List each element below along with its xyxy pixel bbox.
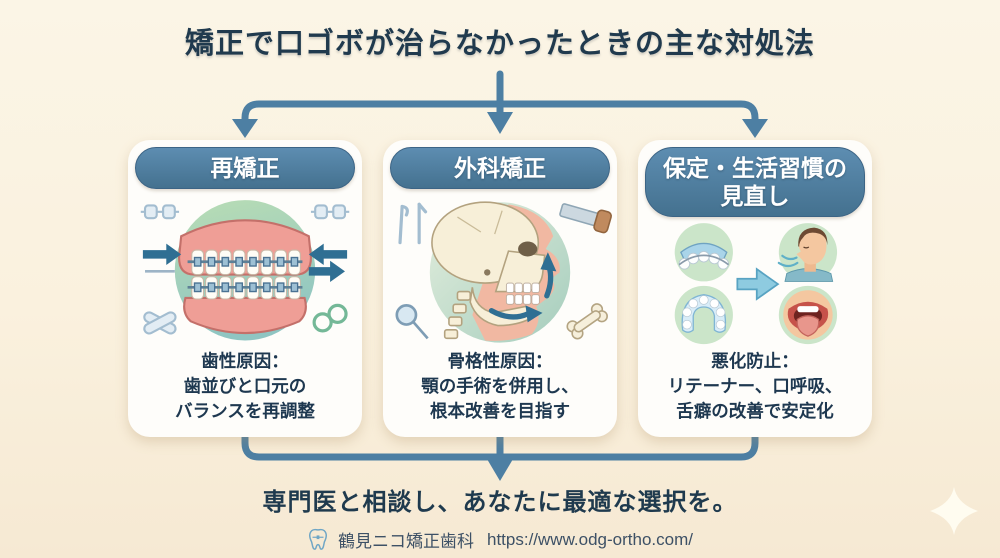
top-branch-lines: [241, 70, 759, 125]
body-line: 舌癖の改善で安定化: [676, 401, 834, 422]
body-line: リテーナー、口呼吸、: [667, 376, 843, 397]
card-retention-header-line2: 見直し: [720, 183, 790, 210]
card-retention-header-line1: 保定・生活習慣の: [663, 155, 847, 181]
card-surgical-header: 外科矯正: [390, 147, 610, 190]
body-line: 骨格性原因：: [447, 351, 553, 372]
tongue-habit-mouth: [783, 290, 833, 340]
eye-socket: [518, 241, 538, 257]
lower-gum: [183, 296, 307, 335]
card-retention-body: 悪化防止： リテーナー、口呼吸、 舌癖の改善で安定化: [642, 349, 868, 424]
card-retreatment-header: 再矯正: [135, 147, 355, 190]
retainer-habits-illustration: [674, 223, 838, 345]
teeth-with-braces-illustration: [140, 200, 350, 341]
result-arrow: [736, 267, 780, 301]
card-retreatment-header-line1: 再矯正: [210, 155, 280, 181]
tooth-with-braces-icon: [309, 528, 327, 550]
crossed-pins-icon: [143, 311, 177, 335]
dental-probes-icon: [398, 202, 428, 245]
card-retreatment: 再矯正: [128, 140, 362, 437]
breath-lines: [777, 254, 799, 268]
linked-rings-icon: [312, 303, 348, 333]
card-retreatment-body: 歯性原因： 歯並びと口元の バランスを再調整: [132, 349, 358, 424]
dental-mirror-icon: [395, 304, 429, 340]
footer: 鶴見ニコ矯正歯科 https://www.odg-ortho.com/: [0, 527, 1000, 552]
card-surgical-orthodontics: 外科矯正: [383, 140, 617, 437]
body-line: 根本改善を目指す: [430, 401, 570, 422]
clinic-name: 鶴見ニコ矯正歯科: [338, 532, 474, 551]
skull-teeth: [505, 282, 540, 305]
surgery-direction-arrows: [488, 252, 557, 323]
card-surgical-body: 骨格性原因： 顎の手術を併用し、 根本改善を目指す: [387, 349, 613, 424]
body-line: 歯並びと口元の: [183, 376, 307, 397]
top-branch-arrowheads: [232, 112, 768, 138]
braces-brackets: [193, 256, 299, 293]
page-title: 矯正で口ゴボが治らなかったときの主な対処法: [184, 28, 815, 60]
bottom-merge-lines: [241, 433, 759, 465]
saw-icon: [559, 203, 612, 234]
skull-jaw-surgery-illustration: [395, 201, 612, 343]
skull: [431, 201, 546, 340]
body-line: バランスを再調整: [175, 401, 315, 422]
body-line: 顎の手術を併用し、: [421, 376, 579, 397]
retainer-with-wire: [678, 242, 730, 270]
conclusion-text: 専門医と相談し、あなたに最適な選択を。: [262, 489, 738, 516]
adjustment-arrows: [142, 243, 348, 283]
card-surgical-header-line1: 外科矯正: [454, 155, 546, 181]
nose-breathing-man: [777, 227, 834, 282]
card-retention-header: 保定・生活習慣の 見直し: [645, 147, 865, 218]
clinic-url: https://www.odg-ortho.com/: [487, 529, 693, 549]
clear-aligner: [681, 294, 727, 333]
sparkle-icon: [930, 487, 978, 535]
body-line: 歯性原因：: [201, 351, 289, 372]
body-line: 悪化防止：: [711, 351, 799, 372]
card-retention-habits: 保定・生活習慣の 見直し: [638, 140, 872, 437]
bottom-merge-arrowhead: [487, 459, 513, 481]
bone-icon: [566, 303, 608, 340]
bracket-icon: [140, 204, 350, 220]
